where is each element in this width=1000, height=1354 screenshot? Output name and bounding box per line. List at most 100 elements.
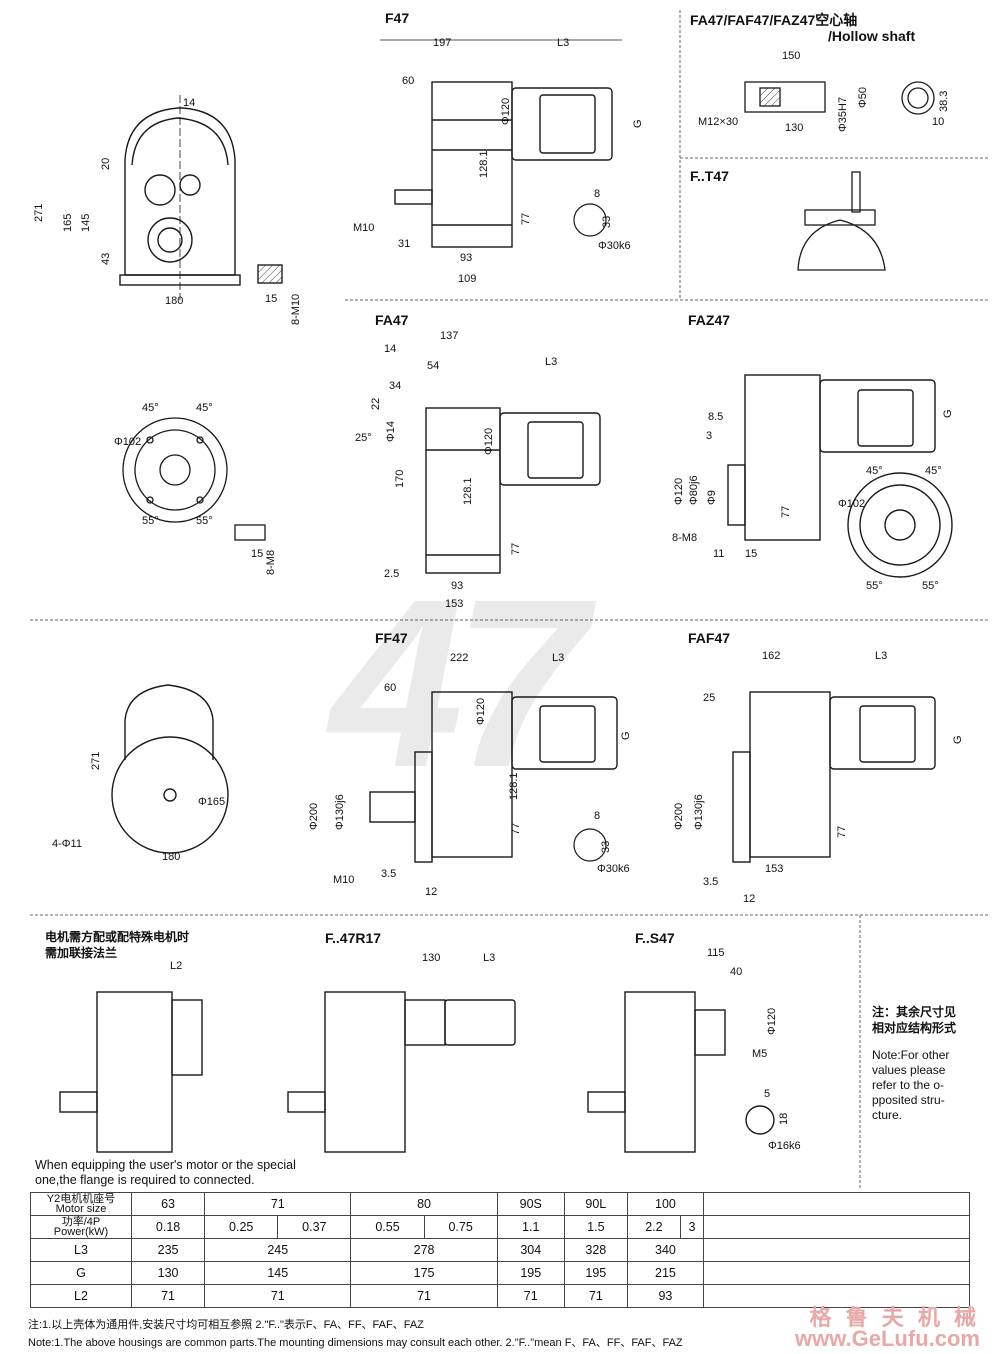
adapter-note-en-2: one,the flange is required to connected.	[35, 1173, 255, 1187]
dim-label: 128.1	[478, 150, 490, 178]
dim-label: Φ30k6	[598, 240, 631, 252]
dim-label: 22	[370, 397, 382, 410]
table-cell: 80	[350, 1192, 498, 1216]
dim-label: 3.5	[381, 868, 397, 880]
title-fa47: FA47	[375, 312, 409, 328]
dim-label: 31	[398, 238, 411, 250]
dim-label: 40	[730, 966, 743, 978]
dim-label: 180	[162, 851, 181, 863]
table-cell: 145	[204, 1261, 352, 1285]
dim-label: L3	[875, 650, 888, 662]
dim-label: 14	[183, 97, 196, 109]
front-view-f47	[119, 95, 241, 300]
dim-label: 153	[765, 863, 784, 875]
table-cell-empty	[703, 1192, 970, 1216]
dim-label: 12	[425, 886, 438, 898]
fr47-view	[287, 991, 516, 1153]
dim-label: Φ120	[475, 697, 487, 725]
dim-label: 93	[460, 252, 473, 264]
dim-label: 55°	[922, 580, 939, 592]
dim-label: Φ130j6	[693, 794, 705, 830]
table-cell: 175	[350, 1261, 498, 1285]
dim-label: 34	[389, 380, 402, 392]
title-ft47: F..T47	[690, 168, 729, 184]
table-cell: 100	[626, 1192, 705, 1216]
table-cell: 71	[130, 1284, 206, 1308]
dim-label: 8	[594, 810, 601, 822]
flange-circle-left	[122, 417, 266, 541]
table-cell: 340	[626, 1238, 705, 1262]
title-fr47: F..47R17	[325, 930, 382, 946]
dim-label: Φ200	[308, 802, 320, 830]
table-cell: 71	[204, 1192, 352, 1216]
dim-label: 3	[706, 430, 713, 442]
dim-label: Φ120	[483, 427, 495, 455]
dim-label: Φ200	[673, 802, 685, 830]
row-label-l3: L3	[30, 1238, 132, 1262]
dim-label: 25	[703, 692, 716, 704]
table-cell: 3	[679, 1215, 705, 1239]
dim-label: 197	[433, 37, 452, 49]
dim-label: 55°	[196, 515, 213, 527]
dim-label: 5	[764, 1088, 771, 1100]
title-ff47: FF47	[375, 630, 408, 646]
side-note-en-5: cture.	[872, 1108, 903, 1122]
table-cell: 130	[130, 1261, 206, 1285]
dim-label: 271	[33, 203, 45, 222]
table-cell-empty	[703, 1284, 970, 1308]
dim-label: M10	[353, 222, 375, 234]
table-cell: 90L	[563, 1192, 628, 1216]
table-cell: 63	[130, 1192, 206, 1216]
dim-label: G	[620, 731, 632, 740]
side-note-en-4: pposited stru-	[872, 1093, 945, 1107]
dim-label: 10	[932, 116, 945, 128]
ff-front-view	[111, 684, 229, 854]
dim-label: 128.1	[462, 477, 474, 505]
table-cell-empty	[703, 1261, 970, 1285]
dim-label: 162	[762, 650, 781, 662]
dim-label: 45°	[142, 402, 159, 414]
dim-label: 3.5	[703, 876, 719, 888]
adapter-note-cn-2: 需加联接法兰	[45, 946, 118, 960]
dim-label: Φ50	[857, 86, 869, 108]
dim-label: 18	[778, 1112, 790, 1125]
table-cell: 235	[130, 1238, 206, 1262]
table-cell: 328	[563, 1238, 628, 1262]
dim-label: 165	[62, 213, 74, 232]
table-cell: 0.25	[204, 1215, 279, 1239]
table-row: L3 235 245 278 304 328 340	[30, 1238, 970, 1262]
dim-label: 130	[785, 122, 804, 134]
dim-label: 60	[384, 682, 397, 694]
dim-label: 153	[445, 598, 464, 610]
dim-label: 8-M8	[265, 549, 277, 575]
table-cell: 71	[563, 1284, 628, 1308]
fa47-side-view	[425, 407, 601, 574]
dim-label: 45°	[196, 402, 213, 414]
dim-label: G	[632, 119, 644, 128]
title-hollow-shaft: FA47/FAF47/FAZ47空心轴	[690, 12, 858, 28]
dim-label: Φ120	[766, 1007, 778, 1035]
footer-note-cn: 注:1.以上壳体为通用件,安装尺寸均可相互参照 2."F.."表示F、FA、FF…	[28, 1319, 424, 1331]
hollow-shaft-drawing	[744, 81, 935, 115]
dim-label: 170	[394, 469, 406, 488]
brand-url: www.GeLufu.com	[795, 1326, 980, 1351]
dim-label: 115	[707, 947, 725, 959]
table-cell: 278	[350, 1238, 498, 1262]
dim-label: Φ80j6	[688, 475, 700, 505]
dim-label: 11	[713, 548, 725, 560]
dim-label: 45°	[925, 465, 942, 477]
dim-label: Φ9	[706, 490, 718, 505]
dim-label: 15	[251, 548, 264, 560]
dim-label: L3	[545, 356, 558, 368]
table-cell: 245	[204, 1238, 352, 1262]
dim-label: L2	[170, 960, 183, 972]
table-cell: 215	[626, 1261, 705, 1285]
table-cell: 0.37	[277, 1215, 352, 1239]
dim-label: G	[952, 735, 964, 744]
table-row: G 130 145 175 195 195 215	[30, 1261, 970, 1285]
table-cell: 304	[496, 1238, 565, 1262]
table-cell: 71	[204, 1284, 352, 1308]
adapter-view	[59, 991, 203, 1153]
